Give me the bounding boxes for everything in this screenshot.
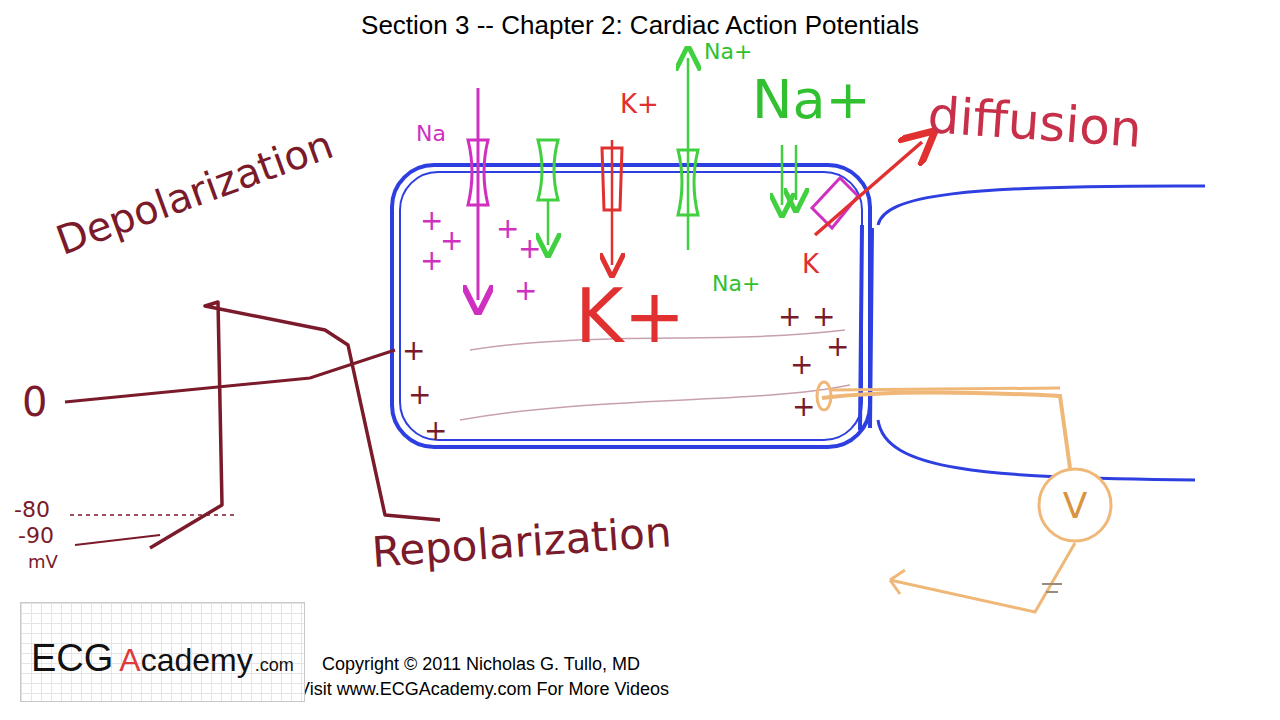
sodium-channel (538, 140, 558, 200)
ion-label: K (802, 250, 819, 279)
page-title: Section 3 -- Chapter 2: Cardiac Action P… (0, 10, 1280, 41)
process-label: diffusion (926, 88, 1143, 158)
resting-line (70, 514, 235, 516)
logo-text: Academy (119, 642, 252, 679)
charge-sign: + (812, 302, 835, 333)
charge-sign: + (408, 380, 431, 411)
charge-sign: + (792, 392, 815, 423)
ion-arrow (795, 145, 798, 200)
cell-membrane (392, 165, 870, 447)
axis-value: -90 (18, 524, 54, 548)
ion-label: Na+ (704, 40, 752, 64)
axis-unit: mV (28, 552, 58, 572)
ground-wire (890, 543, 1075, 612)
ion-label: K+ (575, 276, 686, 357)
ion-label: Na+ (752, 70, 871, 129)
charge-sign: + (420, 206, 443, 237)
ion-label: K+ (620, 90, 659, 119)
axis-value: 0 (22, 380, 47, 424)
leader-line (75, 535, 160, 545)
logo-box: ECGAcademy.com (20, 602, 305, 702)
phase-label: Depolarization (50, 122, 338, 263)
charge-sign: + (826, 332, 849, 363)
electrode-tip (817, 382, 831, 410)
neighbor-cell (878, 420, 1195, 480)
charge-sign: + (514, 276, 537, 307)
ion-arrow (547, 200, 550, 245)
charge-sign: + (496, 214, 519, 245)
charge-sign: + (420, 246, 443, 277)
cell-membrane-inner (400, 172, 862, 440)
zero-line (65, 350, 395, 402)
logo-text: ECG (31, 637, 113, 680)
electrode-wire (822, 392, 1070, 468)
action-potential-trace (150, 302, 440, 548)
charge-sign: + (778, 302, 801, 333)
ion-arrow (611, 140, 614, 265)
charge-sign: + (518, 234, 541, 265)
charge-sign: + (790, 350, 813, 381)
ion-label: Na (416, 122, 446, 146)
ion-arrow (781, 145, 784, 205)
neighbor-cell (878, 186, 1205, 225)
charge-sign: + (424, 416, 447, 447)
ion-label: Na+ (712, 272, 760, 296)
website-note: Visit www.ECGAcademy.com For More Videos (298, 680, 669, 700)
voltmeter-circle: V (1037, 467, 1113, 543)
ion-arrow (477, 88, 480, 300)
logo-row: ECGAcademy.com (31, 637, 294, 680)
charge-sign: + (402, 336, 425, 367)
voltmeter-symbol: V (1063, 485, 1088, 526)
electrode-wire (830, 388, 1060, 390)
charge-sign: + (440, 226, 463, 257)
logo-domain: .com (255, 655, 294, 676)
ground-symbol (1042, 584, 1062, 592)
axis-value: -80 (14, 498, 50, 522)
copyright-note: Copyright © 2011 Nicholas G. Tullo, MD (322, 655, 640, 675)
ion-arrow (687, 58, 690, 250)
gap-junction (860, 225, 872, 430)
diffusion-arrow (815, 142, 922, 235)
